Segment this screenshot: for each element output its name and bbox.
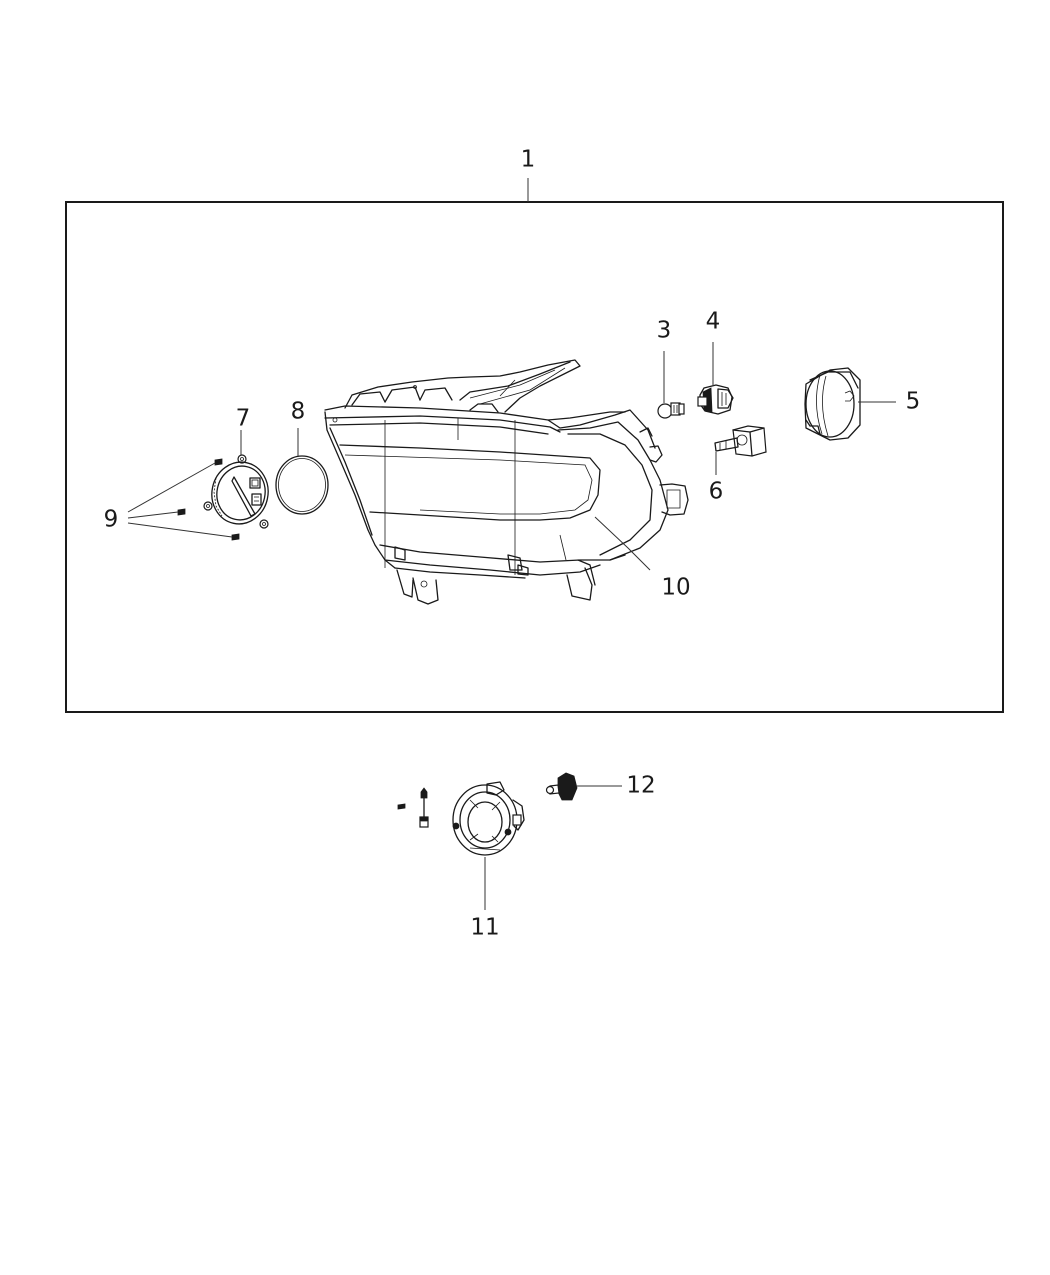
callout-6: 6 xyxy=(708,478,724,505)
fog-bulb-drawing xyxy=(545,772,578,801)
callout-8: 8 xyxy=(290,398,306,425)
callout-12: 12 xyxy=(626,772,656,799)
cover-cap-drawing xyxy=(804,367,861,441)
headlamp-housing-drawing xyxy=(324,359,689,605)
callout-10: 10 xyxy=(661,574,691,601)
socket-drawing xyxy=(697,384,734,415)
callout-11: 11 xyxy=(470,914,500,941)
callout-4: 4 xyxy=(705,308,721,335)
fog-lamp-drawing xyxy=(452,781,525,856)
callout-9: 9 xyxy=(103,506,119,533)
fog-lamp-fasteners-drawing xyxy=(397,787,429,828)
assembly-box xyxy=(65,201,1004,713)
ballast-module-drawing xyxy=(203,454,269,529)
callout-1: 1 xyxy=(520,146,536,173)
seal-ring-drawing xyxy=(275,455,329,515)
callout-7: 7 xyxy=(235,405,251,432)
screws-drawing xyxy=(177,458,240,541)
leader-10 xyxy=(594,516,651,571)
leader-9b xyxy=(127,511,179,519)
leader-9c xyxy=(127,522,233,538)
callout-3: 3 xyxy=(656,317,672,344)
small-bulb-drawing xyxy=(657,402,685,419)
leader-9a xyxy=(127,462,216,513)
hid-bulb-drawing xyxy=(714,425,767,457)
callout-5: 5 xyxy=(905,388,921,415)
